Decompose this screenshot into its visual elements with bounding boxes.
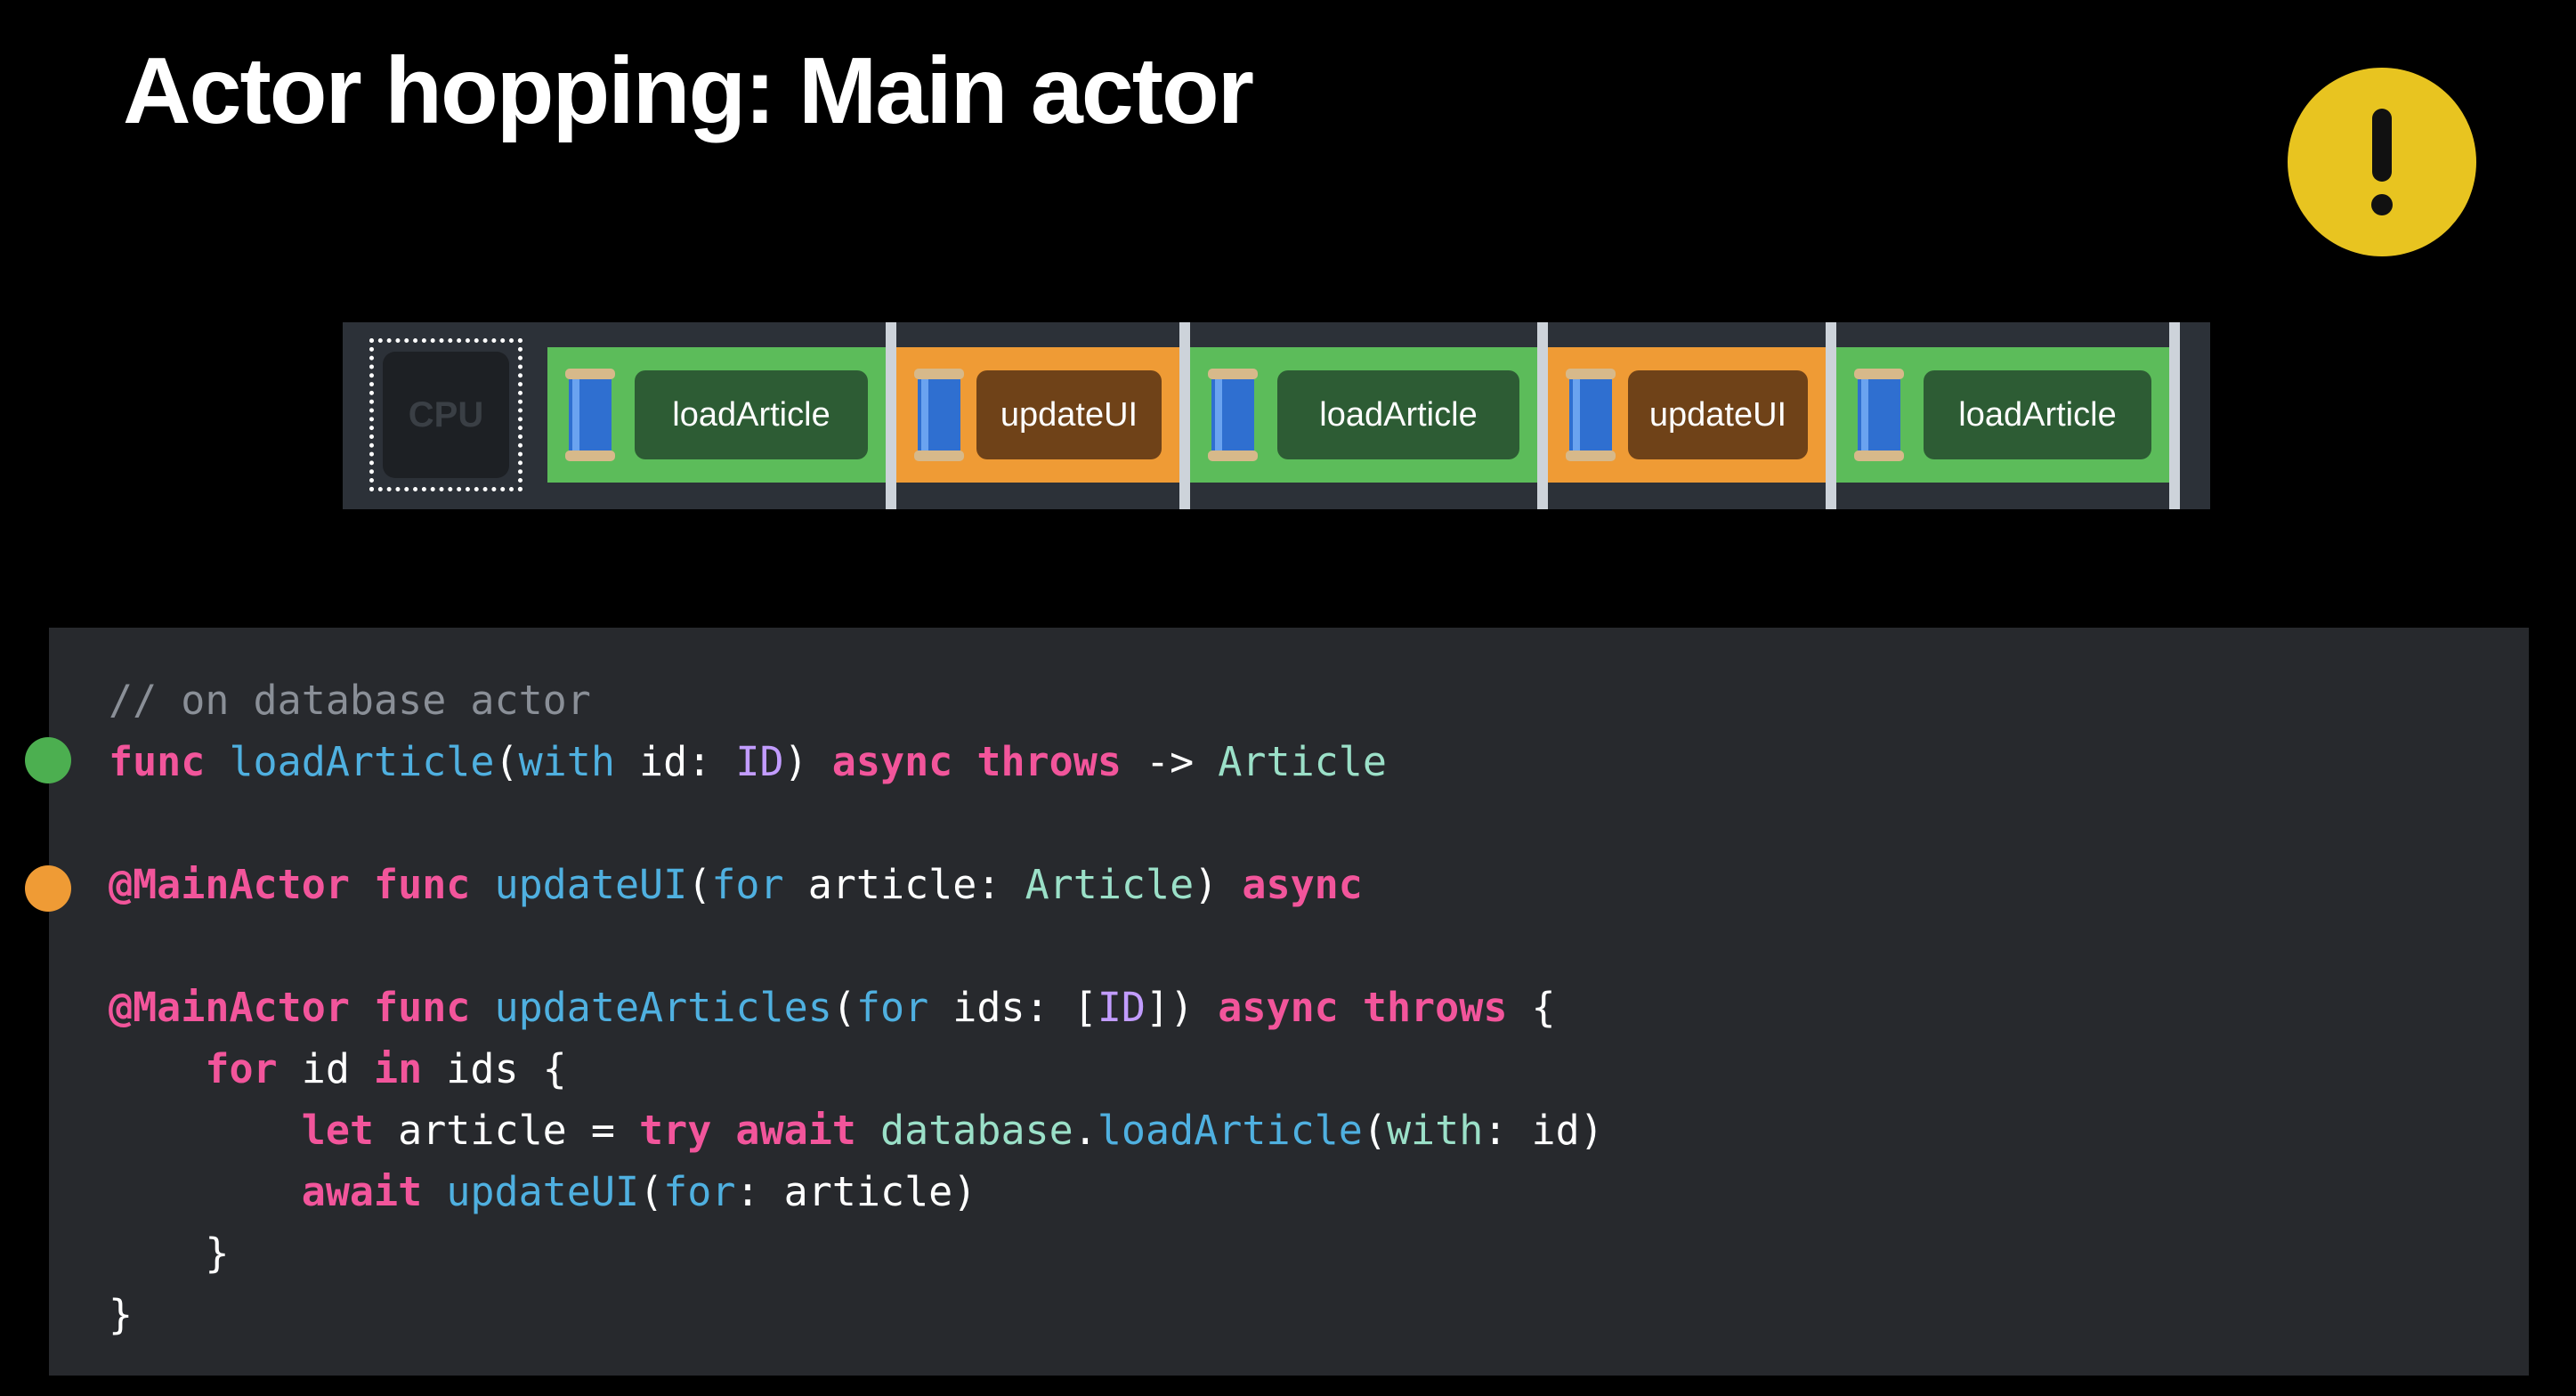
code-block: // on database actor func loadArticle(wi… (109, 670, 1604, 1345)
type-name: ID (1097, 984, 1146, 1031)
timeline-divider (1826, 322, 1836, 509)
keyword: async (1242, 861, 1363, 908)
exclamation-dot (2371, 194, 2393, 215)
code-text: ids: [ (928, 984, 1098, 1031)
code-text: . (1073, 1107, 1098, 1154)
keyword: in (374, 1045, 423, 1092)
code-text: { (1507, 984, 1556, 1031)
code-text: id: (614, 738, 736, 785)
timeline-divider (1537, 322, 1548, 509)
thread-spool-icon (1854, 369, 1904, 461)
code-comment: // on database actor (109, 677, 591, 724)
arg-label: with (518, 738, 615, 785)
thread-spool-icon (1208, 369, 1258, 461)
timeline-segment: loadArticle (1190, 347, 1537, 483)
type-name: Article (1025, 861, 1195, 908)
attribute: @MainActor (109, 984, 350, 1031)
code-text: ( (494, 738, 519, 785)
segment-label: updateUI (1628, 370, 1808, 459)
exclamation-bar (2372, 109, 2392, 182)
thread-spool-icon (914, 369, 964, 461)
code-text: ( (1362, 1107, 1387, 1154)
function-call: loadArticle (1097, 1107, 1363, 1154)
arg-label: with (1386, 1107, 1484, 1154)
code-text: ( (639, 1168, 664, 1215)
timeline-segment: updateUI (1548, 347, 1826, 483)
keyword: func (374, 861, 471, 908)
keyword: async (831, 738, 953, 785)
slide-title: Actor hopping: Main actor (123, 38, 1254, 143)
segment-label: loadArticle (1277, 370, 1519, 459)
code-text: : article) (735, 1168, 977, 1215)
keyword: for (205, 1045, 278, 1092)
keyword: throws (976, 738, 1122, 785)
code-text: ) (783, 738, 832, 785)
code-text: id (277, 1045, 375, 1092)
keyword: let (301, 1107, 375, 1154)
keyword: func (109, 738, 206, 785)
timeline-segment: loadArticle (1836, 347, 2169, 483)
function-call: updateUI (446, 1168, 640, 1215)
thread-spool-icon (565, 369, 615, 461)
type-name: ID (735, 738, 784, 785)
thread-timeline: CPU loadArticle updateUI loadArticle (343, 322, 2210, 509)
orange-marker (25, 865, 71, 912)
keyword: func (374, 984, 471, 1031)
timeline-segment: updateUI (896, 347, 1179, 483)
function-name: loadArticle (229, 738, 495, 785)
keyword: async (1218, 984, 1339, 1031)
timeline-divider (1179, 322, 1190, 509)
arg-label: for (855, 984, 929, 1031)
closing-brace: } (109, 1291, 134, 1338)
object-name: database (879, 1107, 1073, 1154)
code-text: ]) (1146, 984, 1219, 1031)
code-text: ) (1194, 861, 1243, 908)
arg-label: for (663, 1168, 736, 1215)
code-text: article: (783, 861, 1025, 908)
cpu-icon: CPU (369, 338, 522, 491)
code-panel (49, 628, 2529, 1376)
code-text: ( (687, 861, 712, 908)
timeline-divider (886, 322, 896, 509)
code-text: -> (1121, 738, 1219, 785)
keyword: try (639, 1107, 712, 1154)
code-text: : id) (1483, 1107, 1604, 1154)
keyword: throws (1362, 984, 1508, 1031)
arg-label: for (711, 861, 784, 908)
timeline-divider (2169, 322, 2180, 509)
closing-brace: } (205, 1230, 230, 1277)
attribute: @MainActor (109, 861, 350, 908)
segment-label: loadArticle (1924, 370, 2151, 459)
thread-spool-icon (1566, 369, 1616, 461)
function-name: updateArticles (494, 984, 832, 1031)
code-text: ids { (422, 1045, 567, 1092)
type-name: Article (1218, 738, 1387, 785)
keyword: await (735, 1107, 856, 1154)
keyword: await (301, 1168, 423, 1215)
segment-label: loadArticle (635, 370, 868, 459)
function-name: updateUI (494, 861, 688, 908)
green-marker (25, 737, 71, 783)
exclamation-icon (2288, 68, 2476, 256)
timeline-segment: loadArticle (547, 347, 886, 483)
code-text: ( (831, 984, 856, 1031)
code-text: article = (374, 1107, 640, 1154)
cpu-label: CPU (383, 352, 509, 478)
segment-label: updateUI (976, 370, 1162, 459)
